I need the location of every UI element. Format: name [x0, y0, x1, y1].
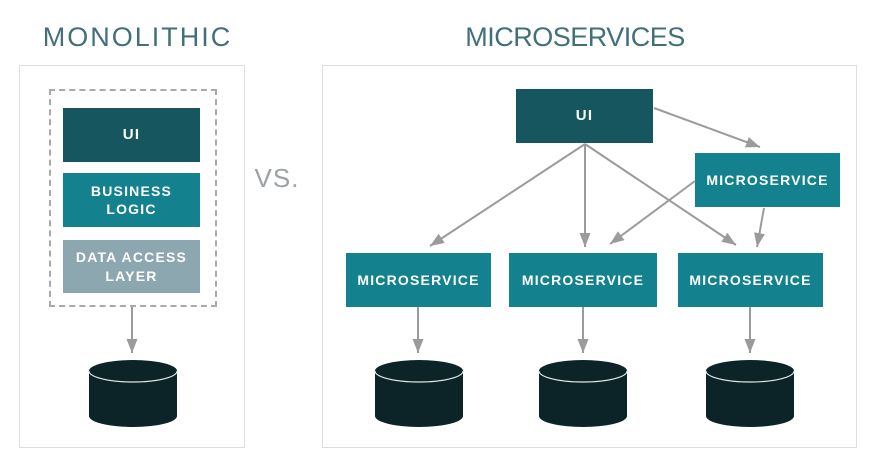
- microservice-box-1: MICROSERVICE: [346, 253, 491, 307]
- monolith-ui-layer: UI: [63, 108, 200, 162]
- monolith-data-access-layer: DATA ACCESS LAYER: [63, 240, 200, 293]
- monolithic-title: MONOLITHIC: [42, 22, 233, 52]
- monolith-business-logic-layer: BUSINESS LOGIC: [63, 173, 200, 227]
- database-cylinder-icon: [538, 360, 628, 427]
- microservice-gateway-box: MICROSERVICE: [695, 153, 840, 207]
- microservices-title: MICROSERVICES: [465, 22, 685, 52]
- monolith-boundary: [49, 89, 217, 307]
- vs-label: VS.: [254, 163, 300, 193]
- microservice-box-2: MICROSERVICE: [509, 253, 657, 307]
- database-cylinder-icon: [705, 360, 795, 427]
- microservices-ui-box: UI: [516, 89, 653, 143]
- database-cylinder-icon: [88, 360, 178, 427]
- microservice-box-3: MICROSERVICE: [678, 253, 823, 307]
- database-cylinder-icon: [374, 360, 464, 427]
